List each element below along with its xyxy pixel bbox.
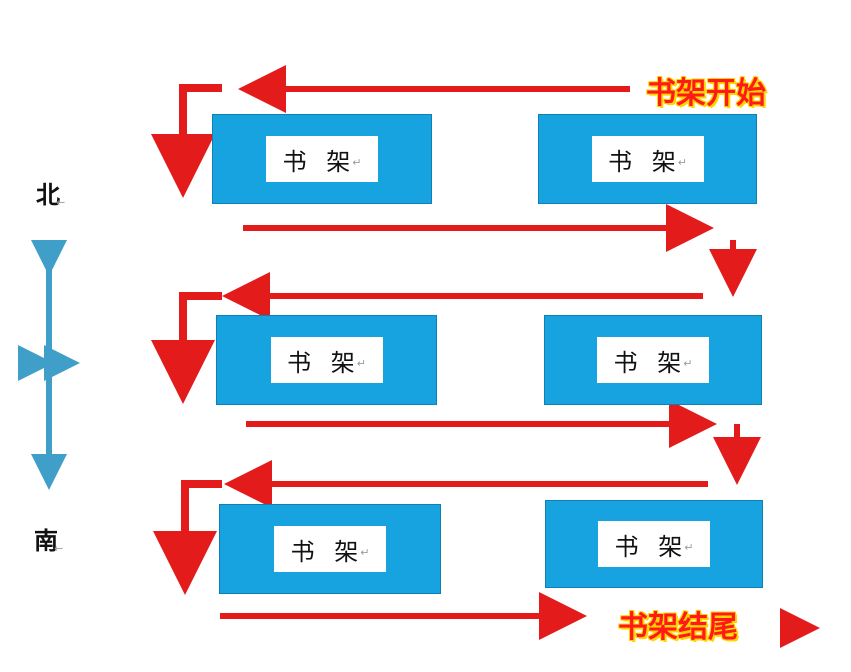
- end-label: 书架结尾: [618, 610, 738, 645]
- shelf-label: 书 架↵: [591, 136, 704, 182]
- arrow-row2-corner-down: [151, 292, 222, 404]
- shelf-r1-left: 书 架↵: [212, 114, 432, 204]
- shelf-r1-right: 书 架↵: [538, 114, 757, 204]
- north-label: 北←: [36, 181, 66, 209]
- shelf-label: 书 架↵: [274, 526, 386, 572]
- shelf-label: 书 架↵: [597, 337, 709, 383]
- arrow-row3-corner-down: [153, 480, 222, 595]
- shelf-r3-right: 书 架↵: [545, 500, 763, 588]
- start-label: 书架开始: [646, 76, 766, 111]
- shelf-r3-left: 书 架↵: [219, 504, 441, 594]
- arrow-row1-corner-down: [151, 84, 222, 198]
- shelf-r2-left: 书 架↵: [216, 315, 437, 405]
- shelf-label: 书 架↵: [270, 337, 383, 383]
- shelf-label: 书 架↵: [266, 136, 378, 182]
- shelf-r2-right: 书 架↵: [544, 315, 762, 405]
- shelf-label: 书 架↵: [598, 521, 710, 567]
- south-label: 南←: [34, 527, 64, 555]
